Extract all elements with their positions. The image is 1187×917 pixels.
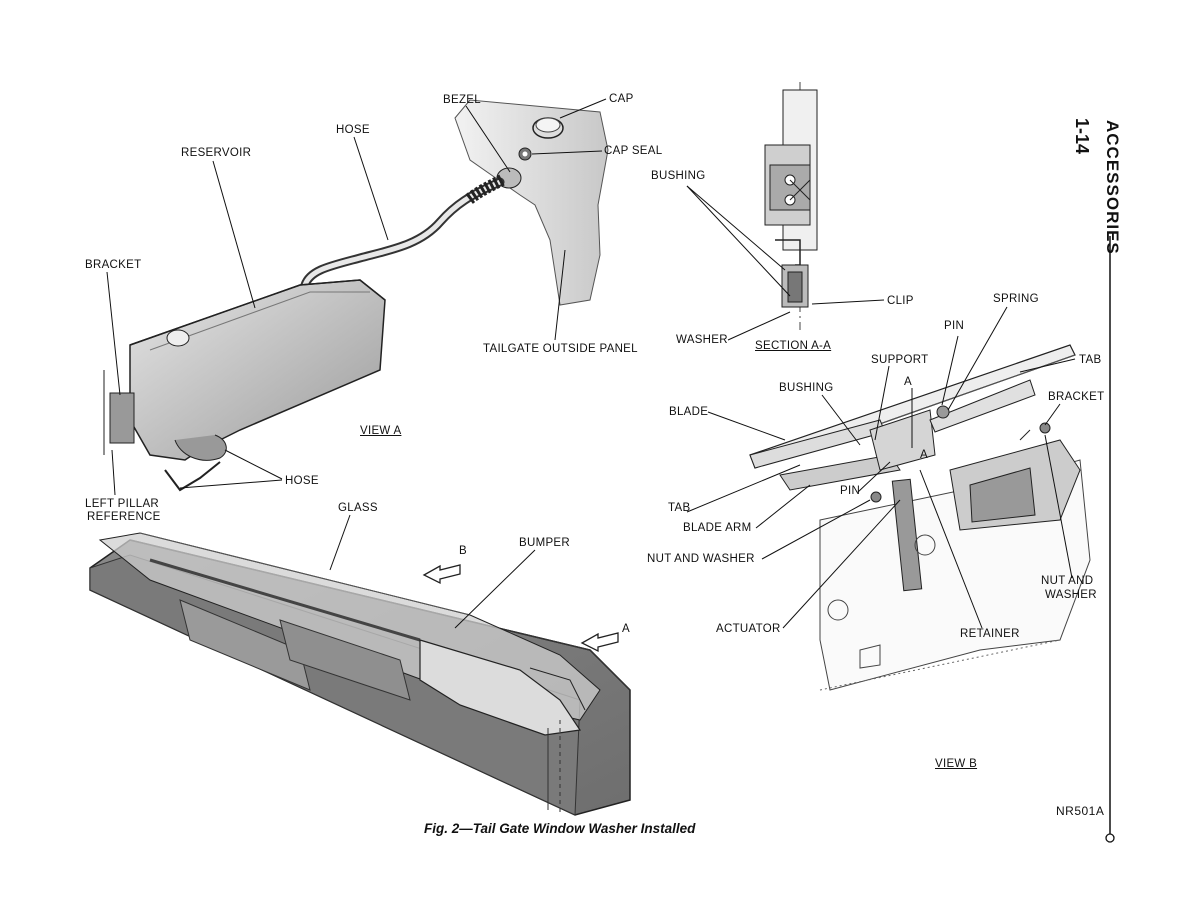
label-retainer: RETAINER [960,628,1020,640]
label-arrow-a: A [622,623,630,635]
view-b-title: VIEW B [935,758,978,770]
page-number: 1-14 [1072,118,1092,155]
label-reservoir: RESERVOIR [181,147,252,159]
hose-drawing [300,174,505,290]
figure-code: NR501A [1056,804,1105,818]
section-title: ACCESSORIES [1103,120,1122,255]
reservoir-drawing [103,279,386,492]
view-b-drawing [749,344,1091,691]
view-arrow-a-icon [580,632,619,653]
label-washer: WASHER [676,334,728,346]
view-a-leader-lines [106,98,607,496]
label-left-pillar-2: REFERENCE [87,511,161,523]
tailgate-outside-panel-drawing [454,99,609,306]
label-pin-top: PIN [944,320,965,332]
label-hose-bottom: HOSE [285,475,319,487]
section-a-a-leader-lines [686,185,885,341]
label-nut-and-washer-right-2: WASHER [1045,589,1097,601]
label-tab-left: TAB [668,502,691,514]
label-arrow-b: B [459,545,467,557]
label-hose-top: HOSE [336,124,370,136]
label-bracket-a: BRACKET [85,259,142,271]
label-bracket-b: BRACKET [1048,391,1105,403]
label-pin-lower: PIN [840,485,861,497]
view-arrow-b-icon [422,564,461,585]
label-actuator: ACTUATOR [716,623,781,635]
label-bezel: BEZEL [443,94,481,106]
figure-caption: Fig. 2—Tail Gate Window Washer Installed [424,821,696,836]
section-a-a-drawing [764,82,818,330]
label-tab-right: TAB [1079,354,1102,366]
label-bushing-section: BUSHING [651,170,706,182]
label-bushing-view-b: BUSHING [779,382,834,394]
label-support: SUPPORT [871,354,929,366]
label-blade-arm: BLADE ARM [683,522,752,534]
rule-end-icon [1105,833,1115,843]
view-a-title: VIEW A [360,425,402,437]
label-nut-and-washer-left: NUT AND WASHER [647,553,755,565]
tailgate-drawing [89,532,631,816]
label-blade: BLADE [669,406,709,418]
label-glass: GLASS [338,502,378,514]
label-clip: CLIP [887,295,914,307]
view-b-leader-lines [686,306,1076,629]
label-nut-and-washer-right-1: NUT AND [1041,575,1094,587]
label-a-upper: A [904,376,912,388]
label-bumper: BUMPER [519,537,571,549]
label-tailgate-outside-panel: TAILGATE OUTSIDE PANEL [483,343,638,355]
label-left-pillar-1: LEFT PILLAR [85,498,160,510]
main-leader-lines [329,514,536,629]
label-a-lower: A [920,449,928,461]
section-a-a-title: SECTION A-A [755,340,832,352]
label-spring: SPRING [993,293,1039,305]
label-cap: CAP [609,93,634,105]
label-cap-seal: CAP SEAL [604,145,663,157]
